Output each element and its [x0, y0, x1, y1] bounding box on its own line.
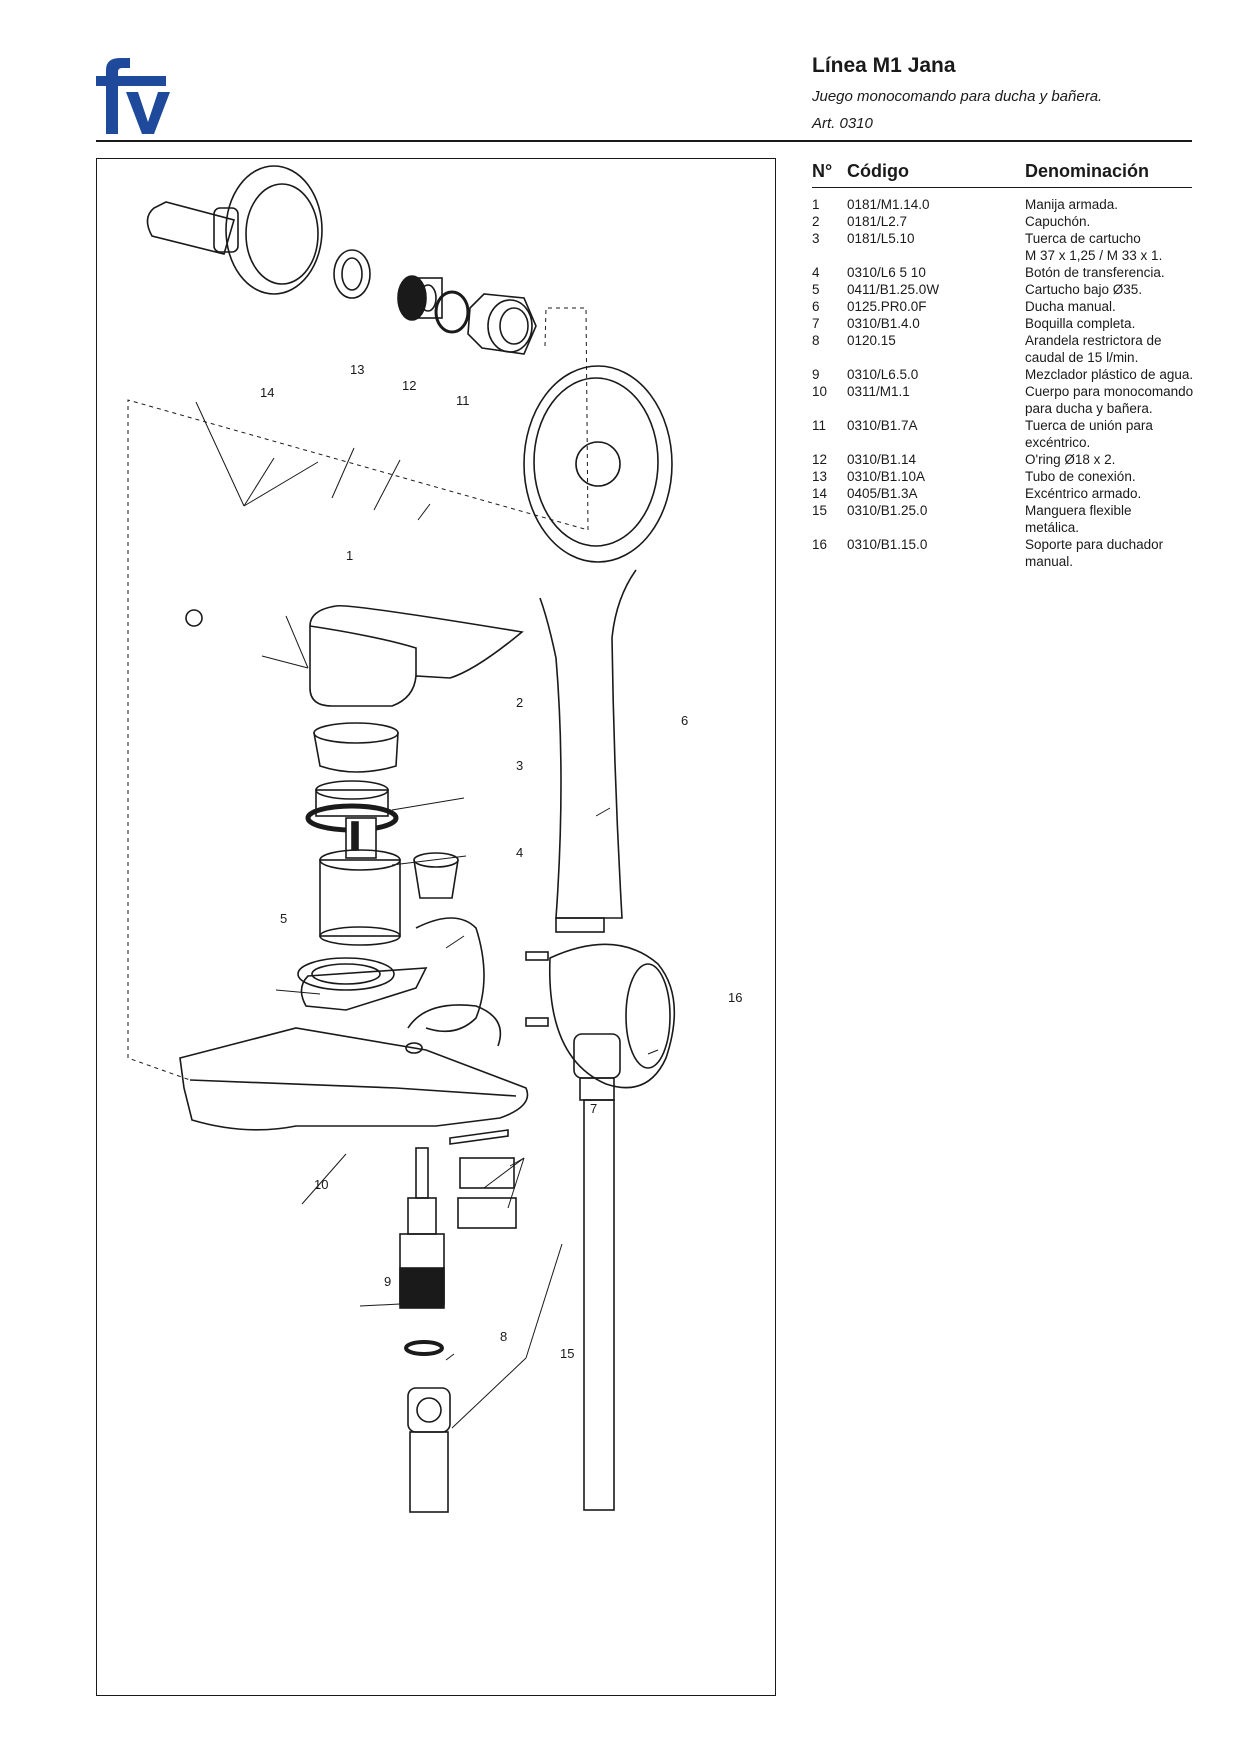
row-code: 0181/L2.7 — [847, 214, 908, 229]
row-code: 0411/B1.25.0W — [847, 282, 940, 297]
callout-9: 9 — [384, 1274, 391, 1289]
row-number: 11 — [812, 418, 827, 433]
callout-12: 12 — [402, 378, 416, 393]
row-name-continued: manual. — [1025, 554, 1074, 569]
row-code: 0405/B1.3A — [847, 486, 918, 501]
row-name: Soporte para duchador — [1025, 537, 1164, 552]
exploded-view-diagram: 1 2 3 4 5 6 7 8 9 10 11 12 13 14 15 16 — [127, 165, 742, 1513]
article-number: Art. 0310 — [812, 115, 873, 132]
col-header-code: Código — [847, 161, 909, 181]
callout-11: 11 — [456, 393, 470, 408]
row-number: 12 — [812, 452, 828, 467]
callout-labels: 1 2 3 4 5 6 7 8 9 10 11 12 13 14 15 16 — [260, 362, 742, 1361]
row-number: 1 — [812, 197, 820, 212]
row-name: O'ring Ø18 x 2. — [1025, 452, 1116, 467]
row-name: Botón de transferencia. — [1025, 265, 1165, 280]
callout-1: 1 — [346, 548, 353, 563]
row-name: Arandela restrictora de — [1025, 333, 1162, 348]
row-number: 9 — [812, 367, 820, 382]
row-code: 0310/L6 5 10 — [847, 265, 926, 280]
row-name: Cuerpo para monocomando — [1025, 384, 1194, 399]
row-name: Manija armada. — [1025, 197, 1119, 212]
row-code: 0181/M1.14.0 — [847, 197, 930, 212]
part-2-cap — [313, 722, 399, 773]
part-7-spout — [449, 1129, 517, 1229]
page-title: Línea M1 Jana — [812, 54, 956, 77]
row-number: 7 — [812, 316, 820, 331]
row-code: 0310/B1.7A — [847, 418, 918, 433]
part-12-oring — [434, 290, 470, 334]
row-name: Boquilla completa. — [1025, 316, 1136, 331]
callout-3: 3 — [516, 758, 523, 773]
row-code: 0125.PR0.0F — [847, 299, 927, 314]
part-4-transfer-button — [413, 852, 459, 899]
row-number: 5 — [812, 282, 820, 297]
row-code: 0310/L6.5.0 — [847, 367, 919, 382]
part-14-eccentric — [146, 165, 371, 299]
row-code: 0310/B1.14 — [847, 452, 917, 467]
row-code: 0310/B1.25.0 — [847, 503, 928, 518]
row-number: 13 — [812, 469, 828, 484]
row-number: 14 — [812, 486, 828, 501]
row-code: 0311/M1.1 — [847, 384, 910, 399]
part-11-union-nut — [467, 293, 537, 355]
callout-14: 14 — [260, 385, 274, 400]
row-code: 0310/B1.10A — [847, 469, 926, 484]
callout-5: 5 — [280, 911, 287, 926]
part-16-shower-holder — [525, 943, 676, 1089]
row-number: 8 — [812, 333, 820, 348]
row-name: Tuerca de unión para — [1025, 418, 1153, 433]
col-header-no: N° — [812, 161, 833, 181]
row-name-continued: M 37 x 1,25 / M 33 x 1. — [1025, 248, 1163, 263]
callout-4: 4 — [516, 845, 523, 860]
callout-7: 7 — [590, 1101, 597, 1116]
header-divider — [96, 140, 1192, 142]
part-15-flexible-hose — [407, 1033, 621, 1513]
callout-2: 2 — [516, 695, 523, 710]
row-name: Excéntrico armado. — [1025, 486, 1142, 501]
part-9-plastic-mixer — [399, 1147, 445, 1309]
callout-8: 8 — [500, 1329, 507, 1344]
row-number: 15 — [812, 503, 828, 518]
part-1-handle — [185, 604, 524, 707]
row-code: 0120.15 — [847, 333, 896, 348]
part-6-hand-shower — [523, 365, 673, 933]
callout-10: 10 — [314, 1177, 328, 1192]
row-number: 16 — [812, 537, 828, 552]
row-name: Manguera flexible — [1025, 503, 1132, 518]
row-name-continued: para ducha y bañera. — [1025, 401, 1153, 416]
row-number: 4 — [812, 265, 820, 280]
fv-logo — [96, 58, 170, 134]
part-8-washer — [404, 1340, 444, 1356]
row-name-continued: excéntrico. — [1025, 435, 1091, 450]
row-name: Tuerca de cartucho — [1025, 231, 1141, 246]
callout-6: 6 — [681, 713, 688, 728]
row-code: 0310/B1.15.0 — [847, 537, 928, 552]
row-name-continued: metálica. — [1025, 520, 1080, 535]
callout-16: 16 — [728, 990, 742, 1005]
callout-15: 15 — [560, 1346, 574, 1361]
part-13-connection-tube — [397, 275, 443, 321]
row-number: 2 — [812, 214, 820, 229]
part-5-cartridge — [319, 817, 401, 946]
page-subtitle: Juego monocomando para ducha y bañera. — [812, 88, 1103, 105]
row-number: 3 — [812, 231, 820, 246]
row-name: Tubo de conexión. — [1025, 469, 1136, 484]
row-code: 0181/L5.10 — [847, 231, 915, 246]
row-name: Mezclador plástico de agua. — [1025, 367, 1194, 382]
col-header-name: Denominación — [1025, 161, 1150, 181]
part-10-body — [179, 917, 529, 1131]
row-name: Cartucho bajo Ø35. — [1025, 282, 1143, 297]
row-name: Capuchón. — [1025, 214, 1091, 229]
row-number: 6 — [812, 299, 820, 314]
row-name: Ducha manual. — [1025, 299, 1116, 314]
table-header-rule — [812, 187, 1192, 188]
leader-lines — [195, 401, 659, 1429]
row-number: 10 — [812, 384, 828, 399]
callout-13: 13 — [350, 362, 364, 377]
row-name-continued: caudal de 15 l/min. — [1025, 350, 1139, 365]
row-code: 0310/B1.4.0 — [847, 316, 920, 331]
exploded-view-frame — [96, 158, 776, 1696]
